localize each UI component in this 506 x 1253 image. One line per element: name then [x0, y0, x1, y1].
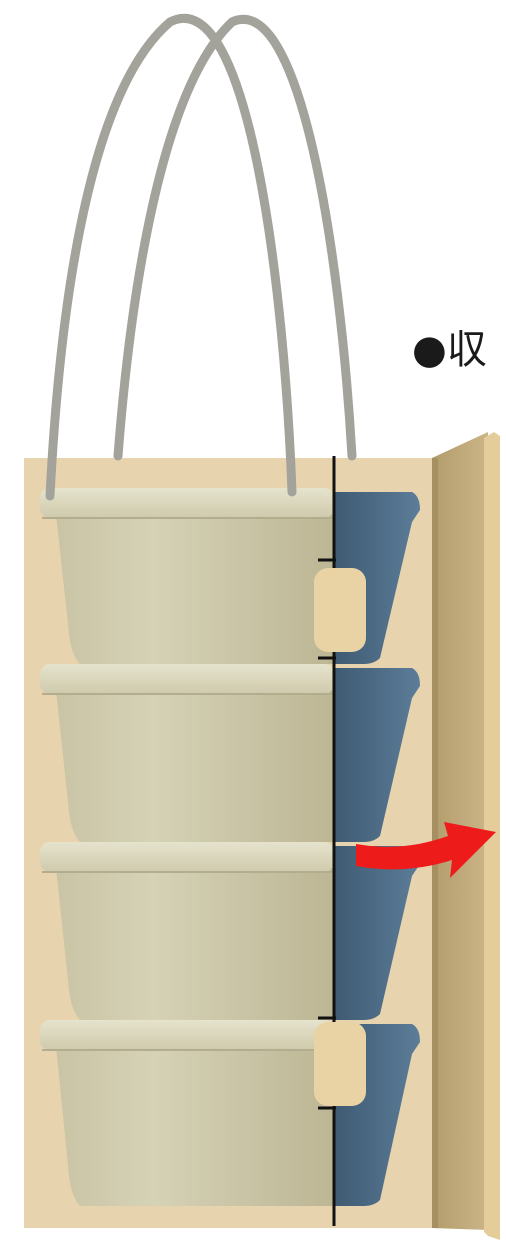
- pot-body: [56, 514, 334, 664]
- tab-lower: [314, 1022, 366, 1106]
- pot-2: [40, 664, 420, 842]
- pot-3: [40, 842, 420, 1020]
- pot-rim: [40, 664, 334, 694]
- pot-rim: [40, 1020, 334, 1050]
- bullet-label: ●収: [412, 330, 487, 370]
- pot-rim: [40, 842, 334, 872]
- handle-wire-left: [50, 18, 292, 496]
- pot-body: [56, 690, 334, 842]
- pot-body: [56, 868, 334, 1020]
- pot-body: [56, 1046, 334, 1206]
- tab-upper: [314, 568, 366, 652]
